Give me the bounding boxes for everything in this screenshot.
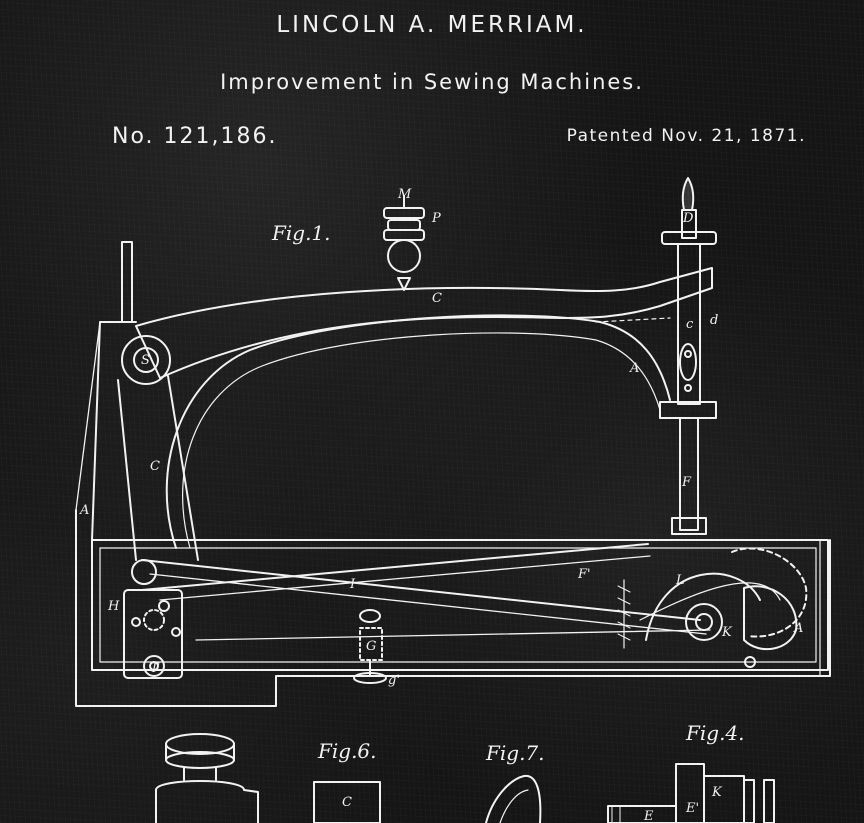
fig7-label: Fig.7. [485, 741, 545, 765]
inventor-name: LINCOLN A. MERRIAM. [276, 12, 588, 38]
goose-neck-arm [135, 267, 713, 549]
patent-number: No. 121,186. [112, 124, 278, 149]
letter-e: E [643, 809, 654, 823]
fig4-label: Fig.4. [685, 721, 745, 745]
letter-g: G [366, 639, 376, 654]
letter-d-needle: D [682, 211, 694, 226]
letter-h: H [107, 599, 120, 614]
left-standard [75, 241, 199, 561]
letter-c-arm: C [432, 291, 442, 306]
fig7-partial: Fig.7. [485, 741, 545, 823]
fig5-partial [155, 733, 259, 823]
letter-t: T [150, 661, 160, 676]
letter-a-right: A [793, 621, 803, 636]
letter-k-fig4: K [711, 785, 723, 800]
letter-a-arm: A [629, 361, 639, 376]
letter-c-small: c [686, 317, 694, 332]
letter-p: P [431, 211, 441, 226]
letter-f-prime: F' [577, 567, 591, 582]
fig6-label: Fig.6. [317, 739, 377, 763]
patent-date: Patented Nov. 21, 1871. [566, 126, 806, 146]
fig4-partial: Fig.4. E E' K [607, 721, 775, 823]
letter-k: K [721, 625, 733, 640]
fig6-partial: Fig.6. C [313, 739, 381, 823]
fig1-label: Fig.1. [271, 221, 331, 245]
letter-m: M [397, 187, 412, 202]
bobbin-mechanism [353, 609, 387, 684]
needle-bar [659, 177, 717, 535]
letter-l: L [675, 573, 685, 588]
thread-tension [383, 195, 425, 291]
letter-a-left: A [79, 503, 89, 518]
letter-g-prime: g' [388, 673, 400, 688]
letter-f: F [681, 475, 692, 490]
letter-d-small: d [710, 313, 718, 328]
shaft-pivot [121, 335, 171, 385]
letter-s: S [141, 353, 150, 368]
fig1-reference-letters: M P D C c d A S C A F I F' L K A H T G g… [79, 187, 803, 688]
letter-i: I [349, 577, 356, 592]
letter-e-prime: E' [685, 801, 699, 816]
letter-c-fig6: C [342, 795, 352, 810]
shuttle-drive [131, 543, 808, 668]
left-gear-cluster [123, 589, 183, 679]
letter-c-pillar: C [150, 459, 160, 474]
patent-title: Improvement in Sewing Machines. [220, 70, 644, 94]
